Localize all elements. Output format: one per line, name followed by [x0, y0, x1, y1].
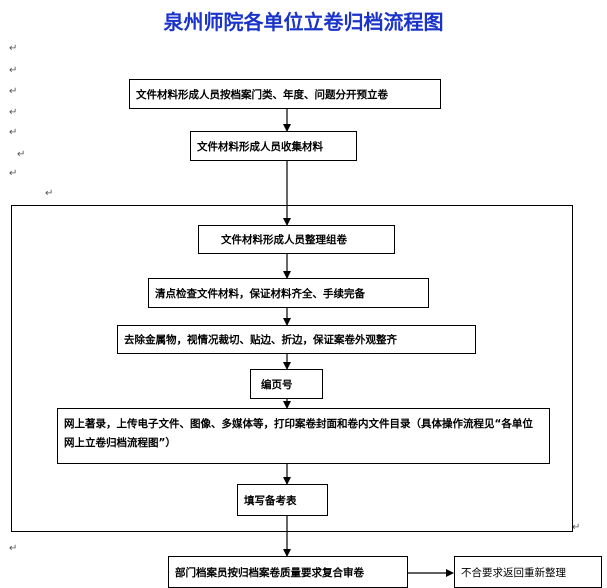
paragraph-mark: ↵ [9, 543, 18, 554]
flow-step-fill-notes: 填写备考表 [237, 484, 328, 516]
reject-label: 不合要求返回重新整理 [461, 566, 566, 579]
page-title: 泉州师院各单位立卷归档流程图 [163, 10, 444, 34]
flow-step-label: 文件材料形成人员按档案门类、年度、问题分开预立卷 [136, 88, 388, 101]
flow-step-label: 去除金属物，视情况裁切、贴边、折边，保证案卷外观整齐 [124, 334, 397, 346]
flow-step-reject: 不合要求返回重新整理 [454, 556, 602, 588]
flow-step-label: 填写备考表 [244, 494, 297, 507]
paragraph-mark: ↵ [9, 65, 18, 76]
flow-step-label: 文件材料形成人员收集材料 [197, 140, 323, 153]
paragraph-mark: ↵ [45, 188, 54, 199]
flow-step-label: 清点检查文件材料，保证材料齐全、手续完备 [155, 287, 365, 300]
flow-step-organize: 文件材料形成人员整理组卷 [198, 225, 395, 254]
flow-step-tidy: 去除金属物，视情况裁切、贴边、折边，保证案卷外观整齐 [117, 325, 476, 354]
paragraph-mark: ↵ [572, 522, 581, 533]
flow-step-online-catalog: 网上著录，上传电子文件、图像、多媒体等，打印案卷封面和卷内文件目录（具体操作流程… [57, 408, 550, 464]
paragraph-mark: ↵ [9, 43, 18, 54]
flow-step-pre-file: 文件材料形成人员按档案门类、年度、问题分开预立卷 [129, 79, 441, 109]
flow-step-label: 文件材料形成人员整理组卷 [221, 234, 347, 246]
paragraph-mark: ↵ [9, 168, 18, 179]
flow-step-label: 编页号 [261, 378, 293, 391]
paragraph-mark: ↵ [9, 107, 18, 118]
paragraph-mark: ↵ [9, 86, 18, 97]
paragraph-mark: ↵ [9, 127, 18, 138]
process-group-frame [11, 205, 573, 532]
flow-step-label: 网上著录，上传电子文件、图像、多媒体等，打印案卷封面和卷内文件目录（具体操作流程… [64, 418, 533, 449]
flow-step-collect: 文件材料形成人员收集材料 [190, 131, 357, 161]
flow-step-label: 部门档案员按归档案卷质量要求复合审卷 [175, 566, 364, 579]
flow-step-review: 部门档案员按归档案卷质量要求复合审卷 [168, 556, 408, 588]
flow-step-check: 清点检查文件材料，保证材料齐全、手续完备 [148, 278, 429, 308]
paragraph-mark: ↵ [17, 149, 26, 160]
flow-step-paginate: 编页号 [250, 369, 323, 399]
